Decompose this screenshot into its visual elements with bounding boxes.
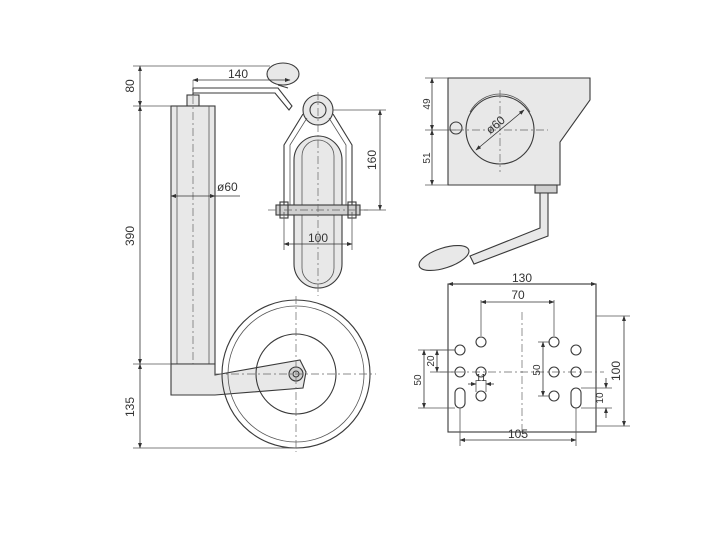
clamp-handle [469,192,549,265]
dim-plate-hole-spacing: 70 [511,288,525,302]
dim-plate-height: 100 [609,361,623,381]
side-view: 80 390 135 140 ø60 [123,62,376,452]
dim-plate-left-height: 50 [413,374,424,386]
dim-wheel-diameter: 160 [365,150,379,170]
dim-plate-slot-height: 10 [595,392,606,404]
dim-wheel-height: 135 [123,397,137,417]
dim-plate-inner-height: 50 [532,364,543,376]
dim-clamp-top: 49 [422,98,433,110]
dim-crank-length: 140 [228,67,248,81]
dim-plate-row-spacing: 20 [426,355,437,367]
wheel-fork [170,359,307,396]
dim-clamp-bottom: 51 [422,152,433,164]
crank-knob [266,62,300,86]
dim-tube-diameter: ø60 [217,180,238,194]
clamp-view: ø60 49 51 [418,77,591,272]
clamp-body [447,77,591,186]
dim-crank-height: 80 [123,79,137,93]
dim-tube-length: 390 [123,226,137,246]
front-view: 160 100 [268,92,386,296]
dim-plate-slot-width: 11 [476,373,487,384]
dim-plate-bottom-width: 105 [508,427,528,441]
dim-wheel-width: 100 [308,231,328,245]
dim-plate-width: 130 [512,271,532,285]
mounting-plate-view: 130 70 20 50 50 11 10 [413,271,630,446]
